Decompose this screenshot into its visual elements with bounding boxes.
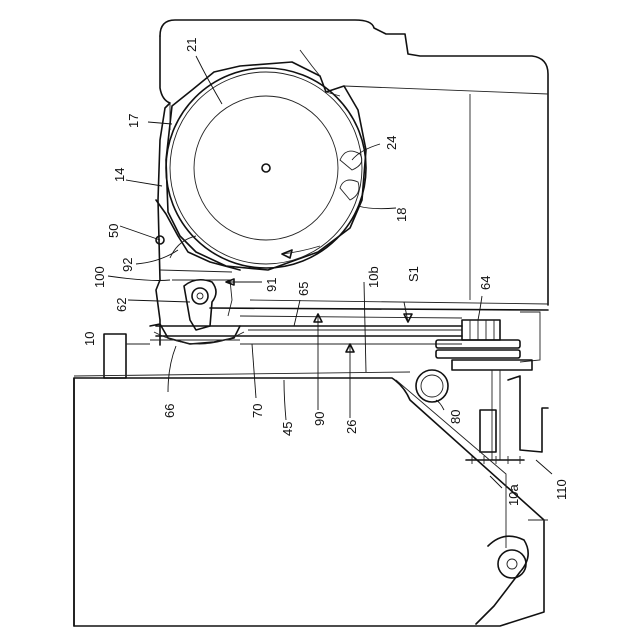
label-10a: 10a [506,484,521,506]
label-65: 65 [296,282,311,296]
label-45: 45 [280,422,295,436]
label-26: 26 [344,420,359,434]
label-92: 92 [120,258,135,272]
label-10: 10 [82,332,97,346]
label-24: 24 [384,136,399,150]
motor-pulley-64 [436,312,548,464]
label-18: 18 [394,208,409,222]
support-10 [104,334,150,378]
label-50: 50 [106,224,121,238]
bracket-62 [184,280,216,330]
label-17: 17 [126,114,141,128]
drum-assembly [166,50,366,270]
label-70: 70 [250,404,265,418]
label-10b: 10b [366,266,381,288]
leader-lines [108,56,552,488]
label-S1: S1 [406,266,421,282]
label-62: 62 [114,298,129,312]
label-14: 14 [112,168,127,182]
label-100: 100 [92,266,107,288]
cylinder-80 [416,370,448,402]
label-66: 66 [162,404,177,418]
belt-and-rails [156,308,548,344]
tub-bottom-66 [150,324,244,344]
label-110: 110 [554,479,569,500]
label-80: 80 [448,410,463,424]
base-cabinet [74,372,548,626]
label-64: 64 [478,276,493,290]
label-90: 90 [312,412,327,426]
label-21: 21 [184,38,199,52]
label-91: 91 [264,278,279,292]
